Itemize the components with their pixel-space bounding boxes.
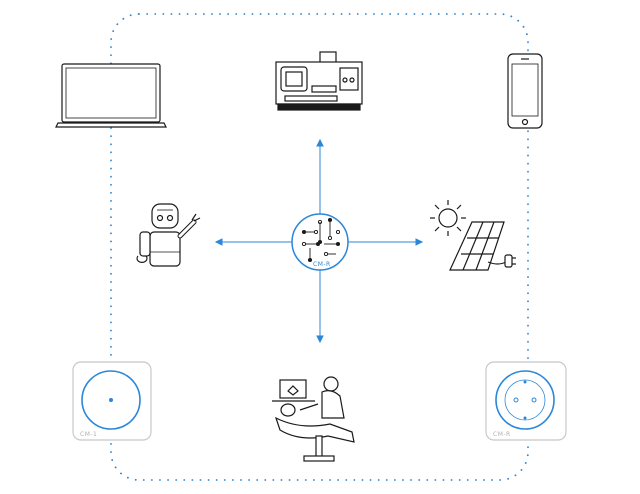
dental-chair-icon <box>272 376 355 462</box>
cnc-machine-icon <box>275 51 363 111</box>
robot-icon <box>136 203 201 267</box>
smartphone-icon <box>507 53 543 129</box>
device-right-label: CM-R <box>493 431 511 438</box>
power-socket-device-icon <box>485 361 567 441</box>
device-left-label: CM-1 <box>80 431 97 438</box>
socket-device-icon <box>72 361 152 441</box>
hub-node <box>291 213 349 271</box>
circuit-chip-icon <box>301 217 341 263</box>
hub-label: CM-R <box>313 261 331 268</box>
solar-panel-icon <box>430 200 516 271</box>
laptop-icon <box>55 63 167 128</box>
hub-connectors <box>214 138 424 344</box>
